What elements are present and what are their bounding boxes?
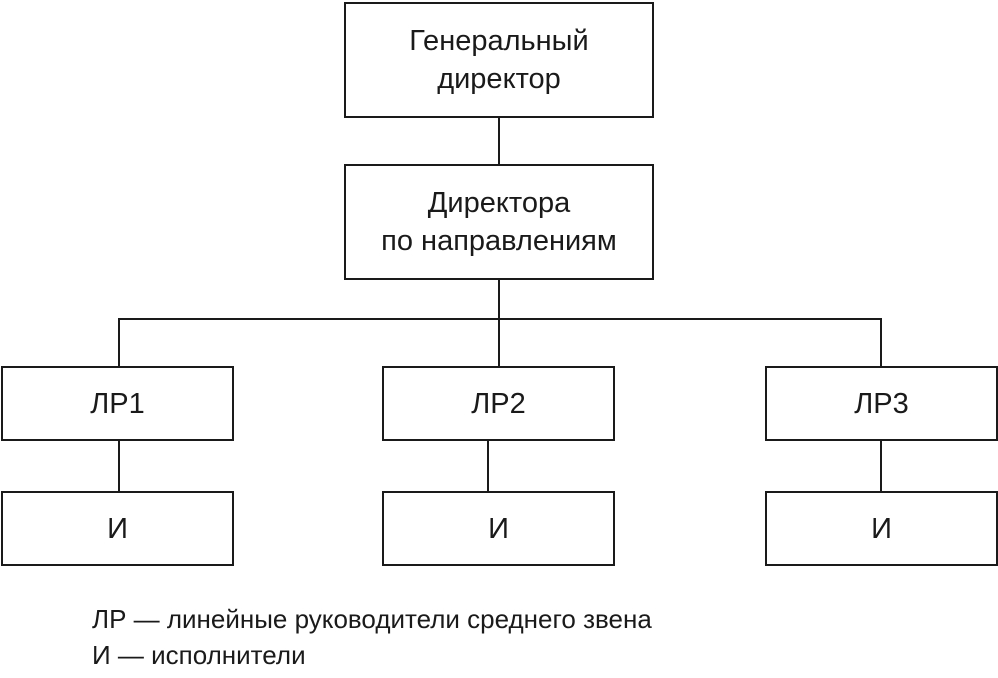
line-manager-box-3: ЛР3 (765, 366, 998, 441)
general-director-box: Генеральный директор (344, 2, 654, 118)
connector-bus-to-lr3 (880, 318, 882, 366)
connector-lr1-to-executor (118, 441, 120, 491)
connector-bus-to-lr2 (498, 318, 500, 366)
executor-label-1: И (107, 512, 128, 545)
connector-bus-to-lr1 (118, 318, 120, 366)
connector-general-to-directors (498, 118, 500, 164)
directors-box: Директора по направлениям (344, 164, 654, 280)
general-director-label-line-2: директор (437, 63, 561, 95)
executor-box-1: И (1, 491, 234, 566)
line-manager-box-2: ЛР2 (382, 366, 615, 441)
executor-label-3: И (871, 512, 892, 545)
line-manager-box-1: ЛР1 (1, 366, 234, 441)
general-director-label-line-1: Генеральный (409, 25, 589, 57)
executor-label-2: И (488, 512, 509, 545)
connector-lr3-to-executor (880, 441, 882, 491)
line-manager-label-2: ЛР2 (471, 387, 526, 420)
directors-label-line-2: по направлениям (381, 225, 617, 257)
connector-horizontal-bus (118, 318, 882, 320)
line-manager-label-1: ЛР1 (90, 387, 145, 420)
executor-box-2: И (382, 491, 615, 566)
connector-lr2-to-executor (487, 441, 489, 491)
legend-line-managers: ЛР — линейные руководители среднего звен… (92, 604, 652, 634)
directors-label-line-1: Директора (427, 187, 571, 219)
connector-directors-to-bus (498, 280, 500, 320)
executor-box-3: И (765, 491, 998, 566)
legend-executors: И — исполнители (92, 640, 306, 670)
line-manager-label-3: ЛР3 (854, 387, 909, 420)
